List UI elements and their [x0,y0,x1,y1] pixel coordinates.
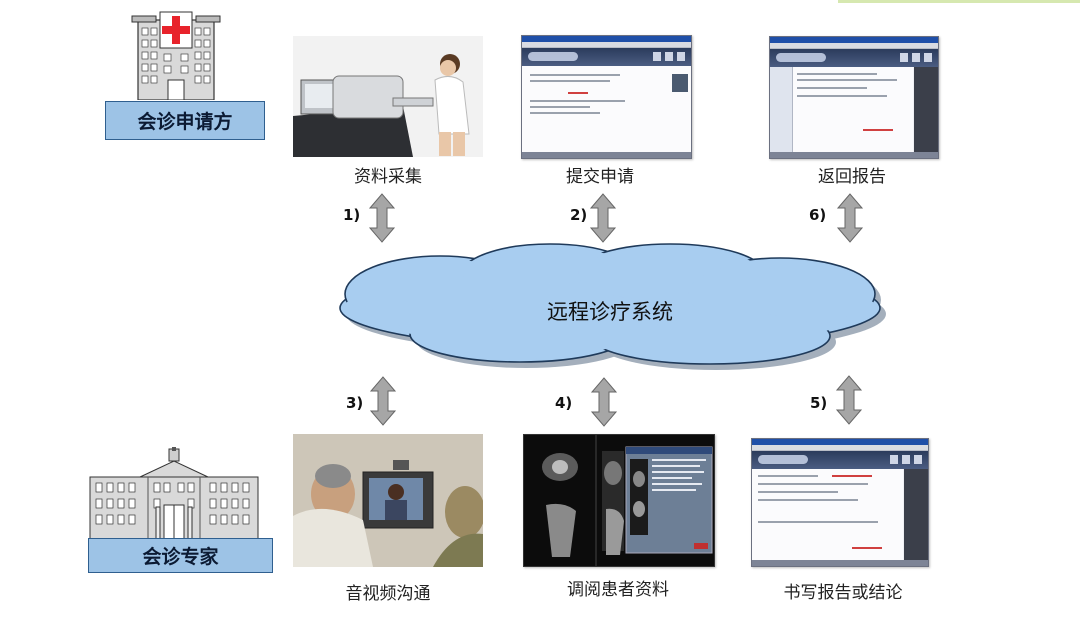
center-system-label: 远程诊疗系统 [547,300,673,324]
step-number-3: 3) [346,394,364,412]
caption-data-collection: 资料采集 [354,167,422,187]
step-number-1: 1) [343,206,361,224]
double-arrow-5-icon [836,375,862,425]
write-report-screenshot [751,438,929,567]
expert-label-box: 会诊专家 [88,538,273,573]
caption-return-report: 返回报告 [818,167,886,187]
caption-review-patient-data: 调阅患者资料 [567,580,669,600]
step-number-2: 2) [570,206,588,224]
double-arrow-6-icon [837,193,863,243]
top-accent-bar [838,0,1080,3]
expert-label: 会诊专家 [142,546,219,568]
double-arrow-4-icon [591,377,617,427]
video-communication-photo [293,434,483,567]
submit-application-screenshot [521,35,692,159]
double-arrow-3-icon [370,376,396,426]
step-number-6: 6) [809,206,827,224]
caption-submit-application: 提交申请 [566,167,634,187]
caption-write-report: 书写报告或结论 [783,583,903,603]
requester-label: 会诊申请方 [137,111,233,133]
step-number-5: 5) [810,394,828,412]
hospital-icon [131,11,221,100]
return-report-screenshot [769,36,939,159]
step-number-4: 4) [555,394,573,412]
patient-data-screenshot [523,434,715,567]
cloud-shape [339,243,886,370]
caption-video-communication: 音视频沟通 [345,584,431,604]
double-arrow-2-icon [590,193,616,243]
data-collection-photo [293,36,483,157]
university-building-icon [89,447,259,544]
requester-label-box: 会诊申请方 [105,101,265,140]
double-arrow-1-icon [369,193,395,243]
